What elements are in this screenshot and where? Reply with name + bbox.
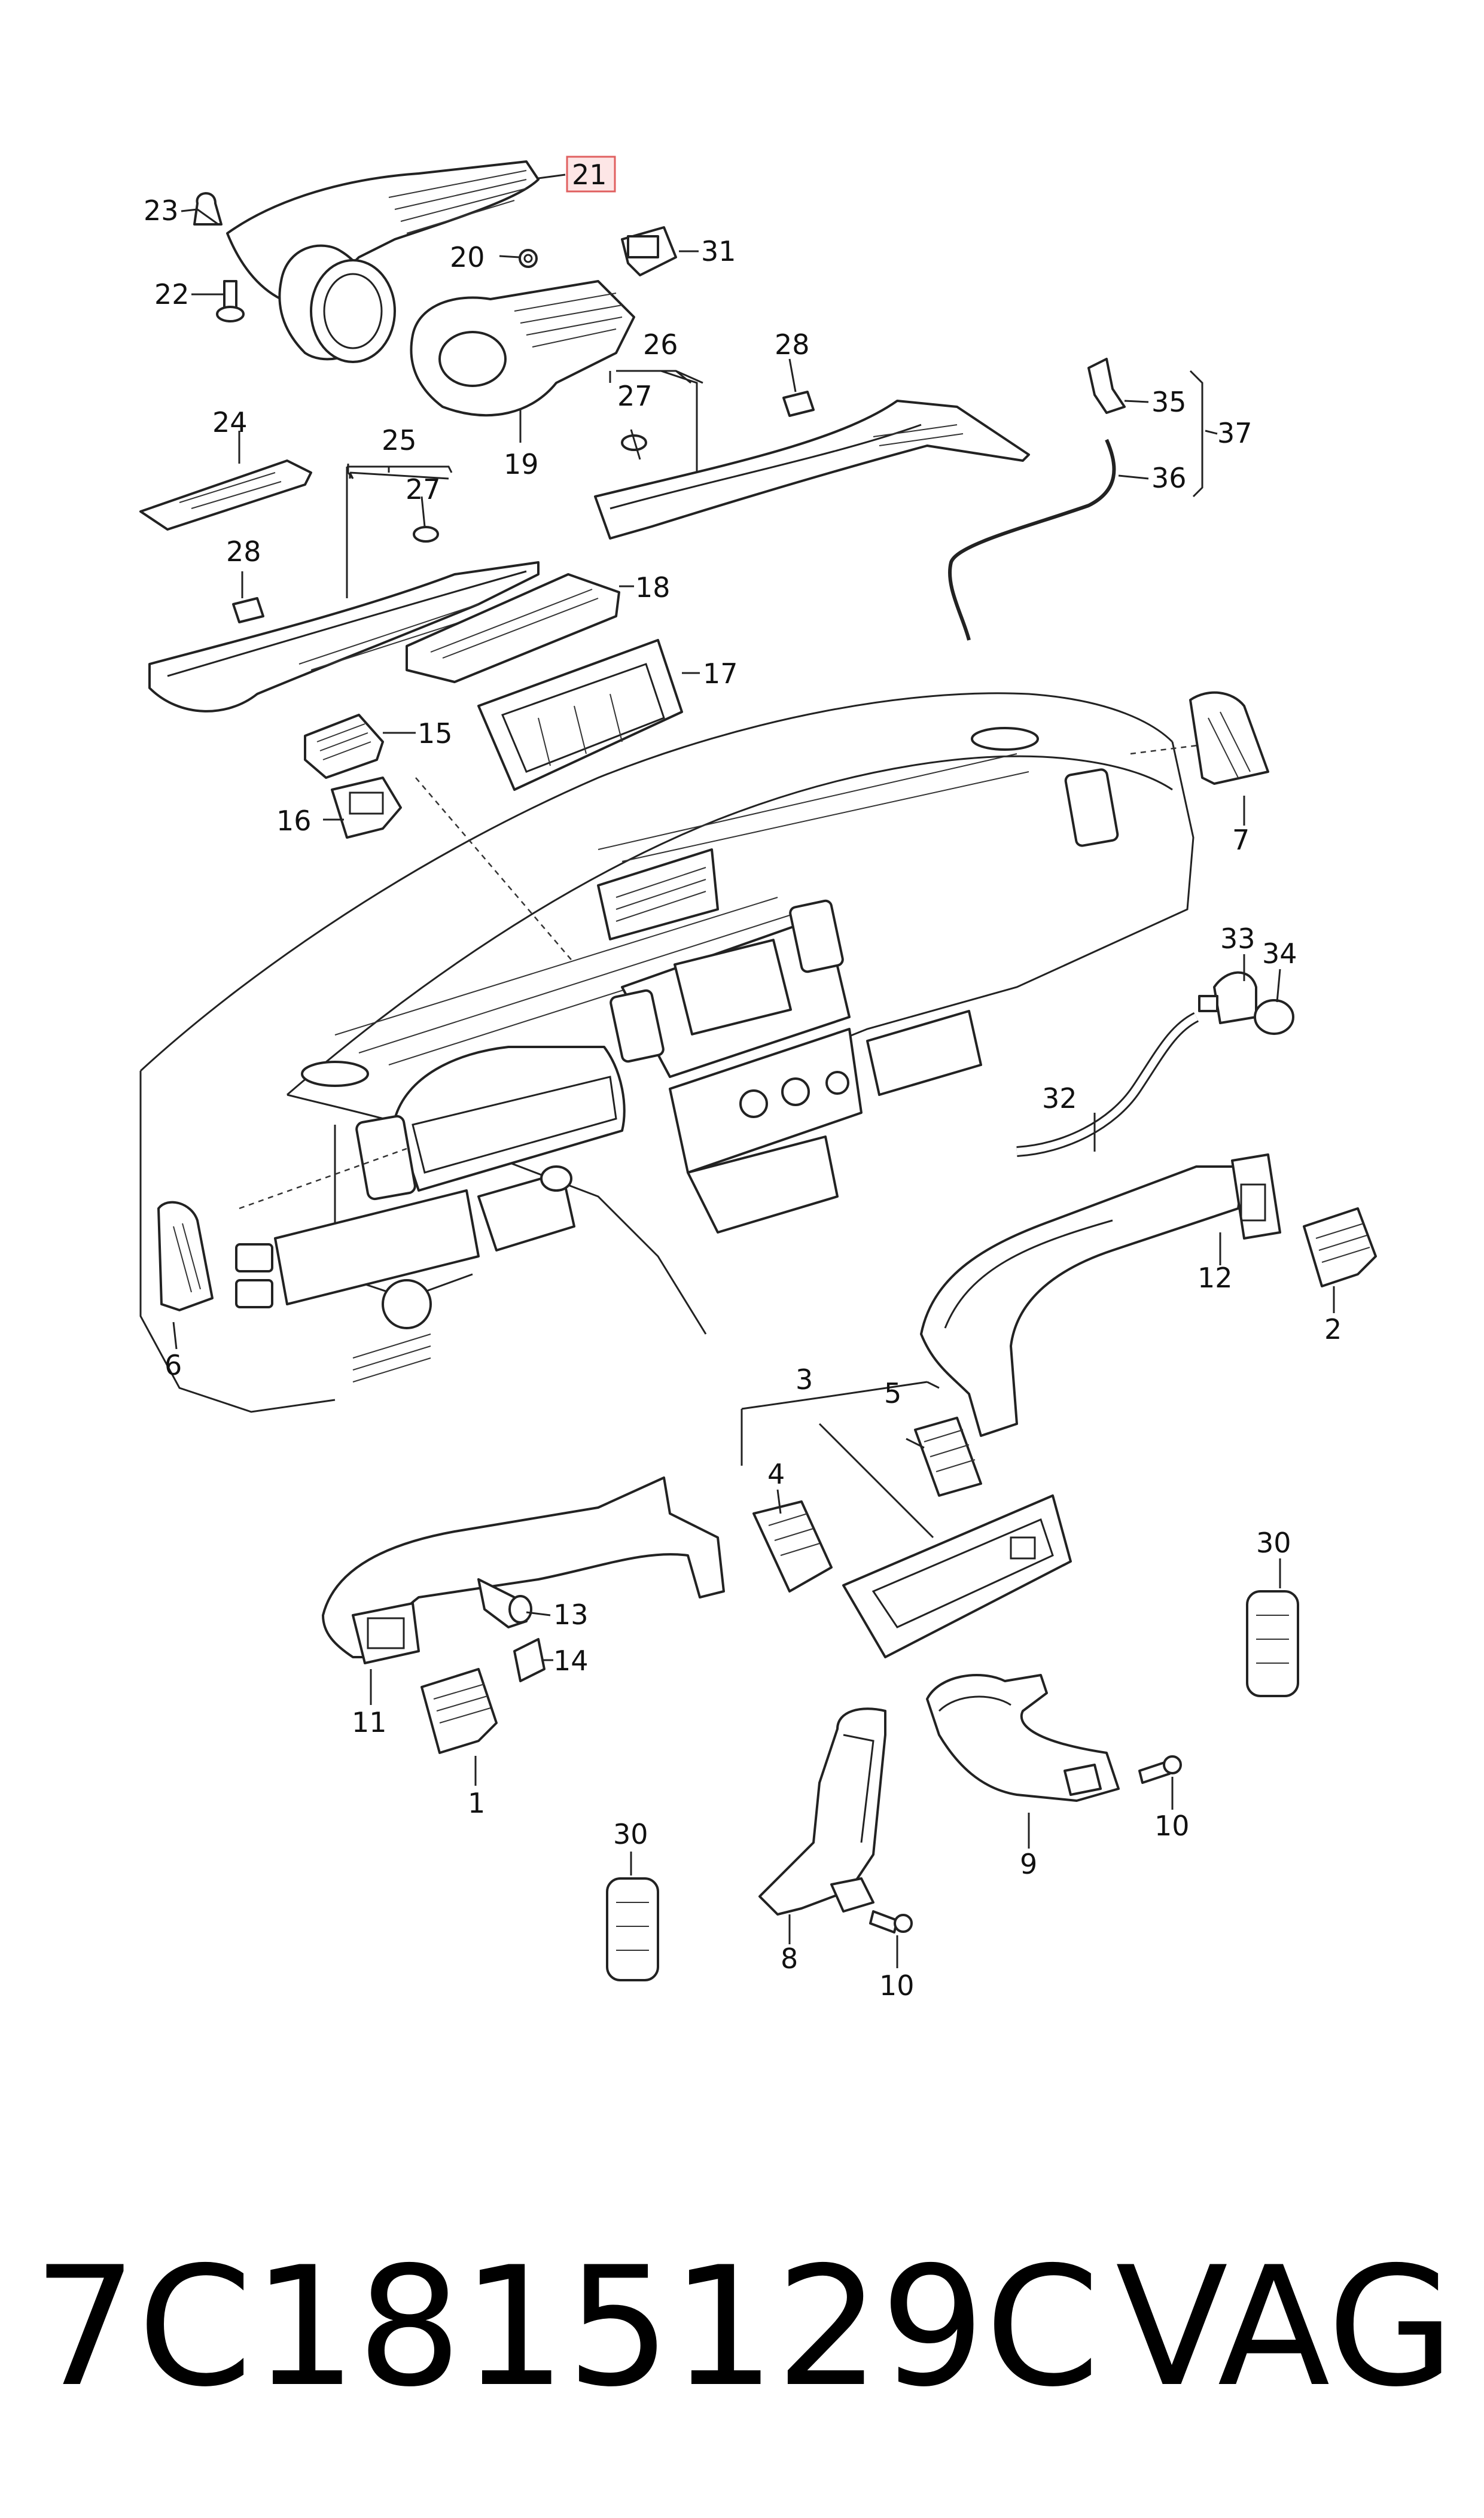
leader-lines — [172, 173, 1335, 1968]
callout-labels: 21 23 22 20 31 26 28 27 19 24 25 27 28 1… — [144, 156, 1342, 2002]
callout-26: 26 — [643, 328, 678, 361]
callout-30-lower: 30 — [613, 1818, 648, 1850]
callout-28-right: 28 — [775, 328, 810, 361]
callout-1: 1 — [468, 1787, 485, 1819]
part-36-drain-hose — [948, 439, 1116, 641]
callout-6: 6 — [164, 1349, 182, 1381]
part-27-grommet-left — [413, 526, 439, 543]
part-14-clip — [513, 1638, 546, 1682]
part-2-vent — [1303, 1207, 1377, 1287]
group-brackets — [346, 370, 1218, 1466]
callout-24: 24 — [212, 406, 248, 439]
part-21-air-duct — [226, 160, 540, 363]
callout-19: 19 — [504, 448, 539, 480]
callout-25: 25 — [382, 424, 417, 456]
part-28-clip-left — [232, 597, 264, 623]
callout-9: 9 — [1020, 1848, 1037, 1880]
dashboard-assembly — [139, 692, 1203, 1413]
callout-7: 7 — [1232, 824, 1250, 856]
part-10-screw-lower — [869, 1910, 913, 1934]
callout-31: 31 — [701, 235, 736, 267]
part-6-vent — [157, 1201, 214, 1311]
part-16-vent-adapter — [331, 777, 402, 839]
part-11-air-duct — [322, 1476, 725, 1664]
part-19-blower-housing — [410, 280, 635, 417]
callout-10-upper: 10 — [1154, 1810, 1190, 1842]
callout-10-lower: 10 — [879, 1969, 915, 2002]
part-26-cowl-panel — [594, 400, 1030, 540]
part-32-flex-hose — [1016, 1012, 1199, 1157]
part-number: 7C1815129C — [33, 2231, 1100, 2423]
part-5-vent — [914, 1417, 982, 1497]
callout-11: 11 — [352, 1706, 387, 1738]
callout-30-upper: 30 — [1256, 1527, 1291, 1559]
callout-23: 23 — [144, 194, 179, 227]
part-31-connector — [621, 226, 677, 276]
part-17-outlet-frame — [477, 639, 683, 791]
part-10-screw-upper — [1138, 1755, 1182, 1784]
callout-22: 22 — [154, 278, 190, 310]
part-28-clip-right — [782, 391, 815, 417]
callout-34: 34 — [1262, 937, 1297, 970]
footer: 7C1815129C VAG — [33, 2231, 1455, 2423]
callout-37: 37 — [1217, 417, 1253, 449]
callout-27-left: 27 — [406, 473, 441, 506]
callout-21: 21 — [572, 159, 607, 191]
callout-35: 35 — [1151, 386, 1187, 418]
part-15-vent — [304, 714, 384, 779]
part-25-cowl-panel — [148, 561, 540, 713]
part-30-vent-lower — [606, 1877, 659, 1981]
part-9-duct — [926, 1674, 1120, 1802]
part-4-vent — [752, 1500, 833, 1593]
part-23-clip — [193, 192, 223, 226]
part-8-duct — [758, 1707, 886, 1916]
part-7-side-vent — [1189, 691, 1269, 785]
part-34-cap — [1254, 999, 1294, 1035]
part-3-vent-trim — [842, 1494, 1072, 1658]
brand-label: VAG — [1116, 2231, 1455, 2423]
callout-15: 15 — [418, 717, 453, 750]
part-1-vent — [420, 1668, 498, 1754]
callout-5: 5 — [884, 1377, 901, 1409]
part-20-grommet — [519, 249, 538, 268]
callout-14: 14 — [553, 1645, 589, 1677]
part-24-cover — [139, 459, 312, 531]
part-35-clip — [1087, 358, 1126, 414]
callout-13: 13 — [553, 1599, 589, 1631]
part-18-grille — [406, 573, 620, 683]
callout-12: 12 — [1197, 1262, 1233, 1294]
callout-32: 32 — [1042, 1082, 1077, 1115]
callout-27-right: 27 — [617, 380, 653, 412]
callout-16: 16 — [276, 805, 312, 837]
callout-36: 36 — [1151, 462, 1187, 494]
part-22-screw — [216, 280, 245, 322]
part-30-vent-upper — [1246, 1590, 1299, 1697]
callout-8: 8 — [781, 1942, 798, 1975]
part-27-grommet-right — [621, 434, 647, 451]
part-33-sensor — [1198, 971, 1257, 1024]
callout-4: 4 — [767, 1458, 785, 1490]
callout-20: 20 — [450, 241, 485, 273]
callout-33: 33 — [1220, 922, 1256, 955]
callout-3: 3 — [796, 1363, 813, 1396]
callout-28-left: 28 — [226, 535, 261, 568]
part-13-sensor — [477, 1578, 532, 1628]
part-12-air-duct — [920, 1153, 1281, 1437]
callout-2: 2 — [1324, 1313, 1342, 1345]
callout-18: 18 — [635, 571, 671, 604]
callout-21-highlight — [566, 156, 616, 193]
callout-17: 17 — [703, 657, 738, 690]
